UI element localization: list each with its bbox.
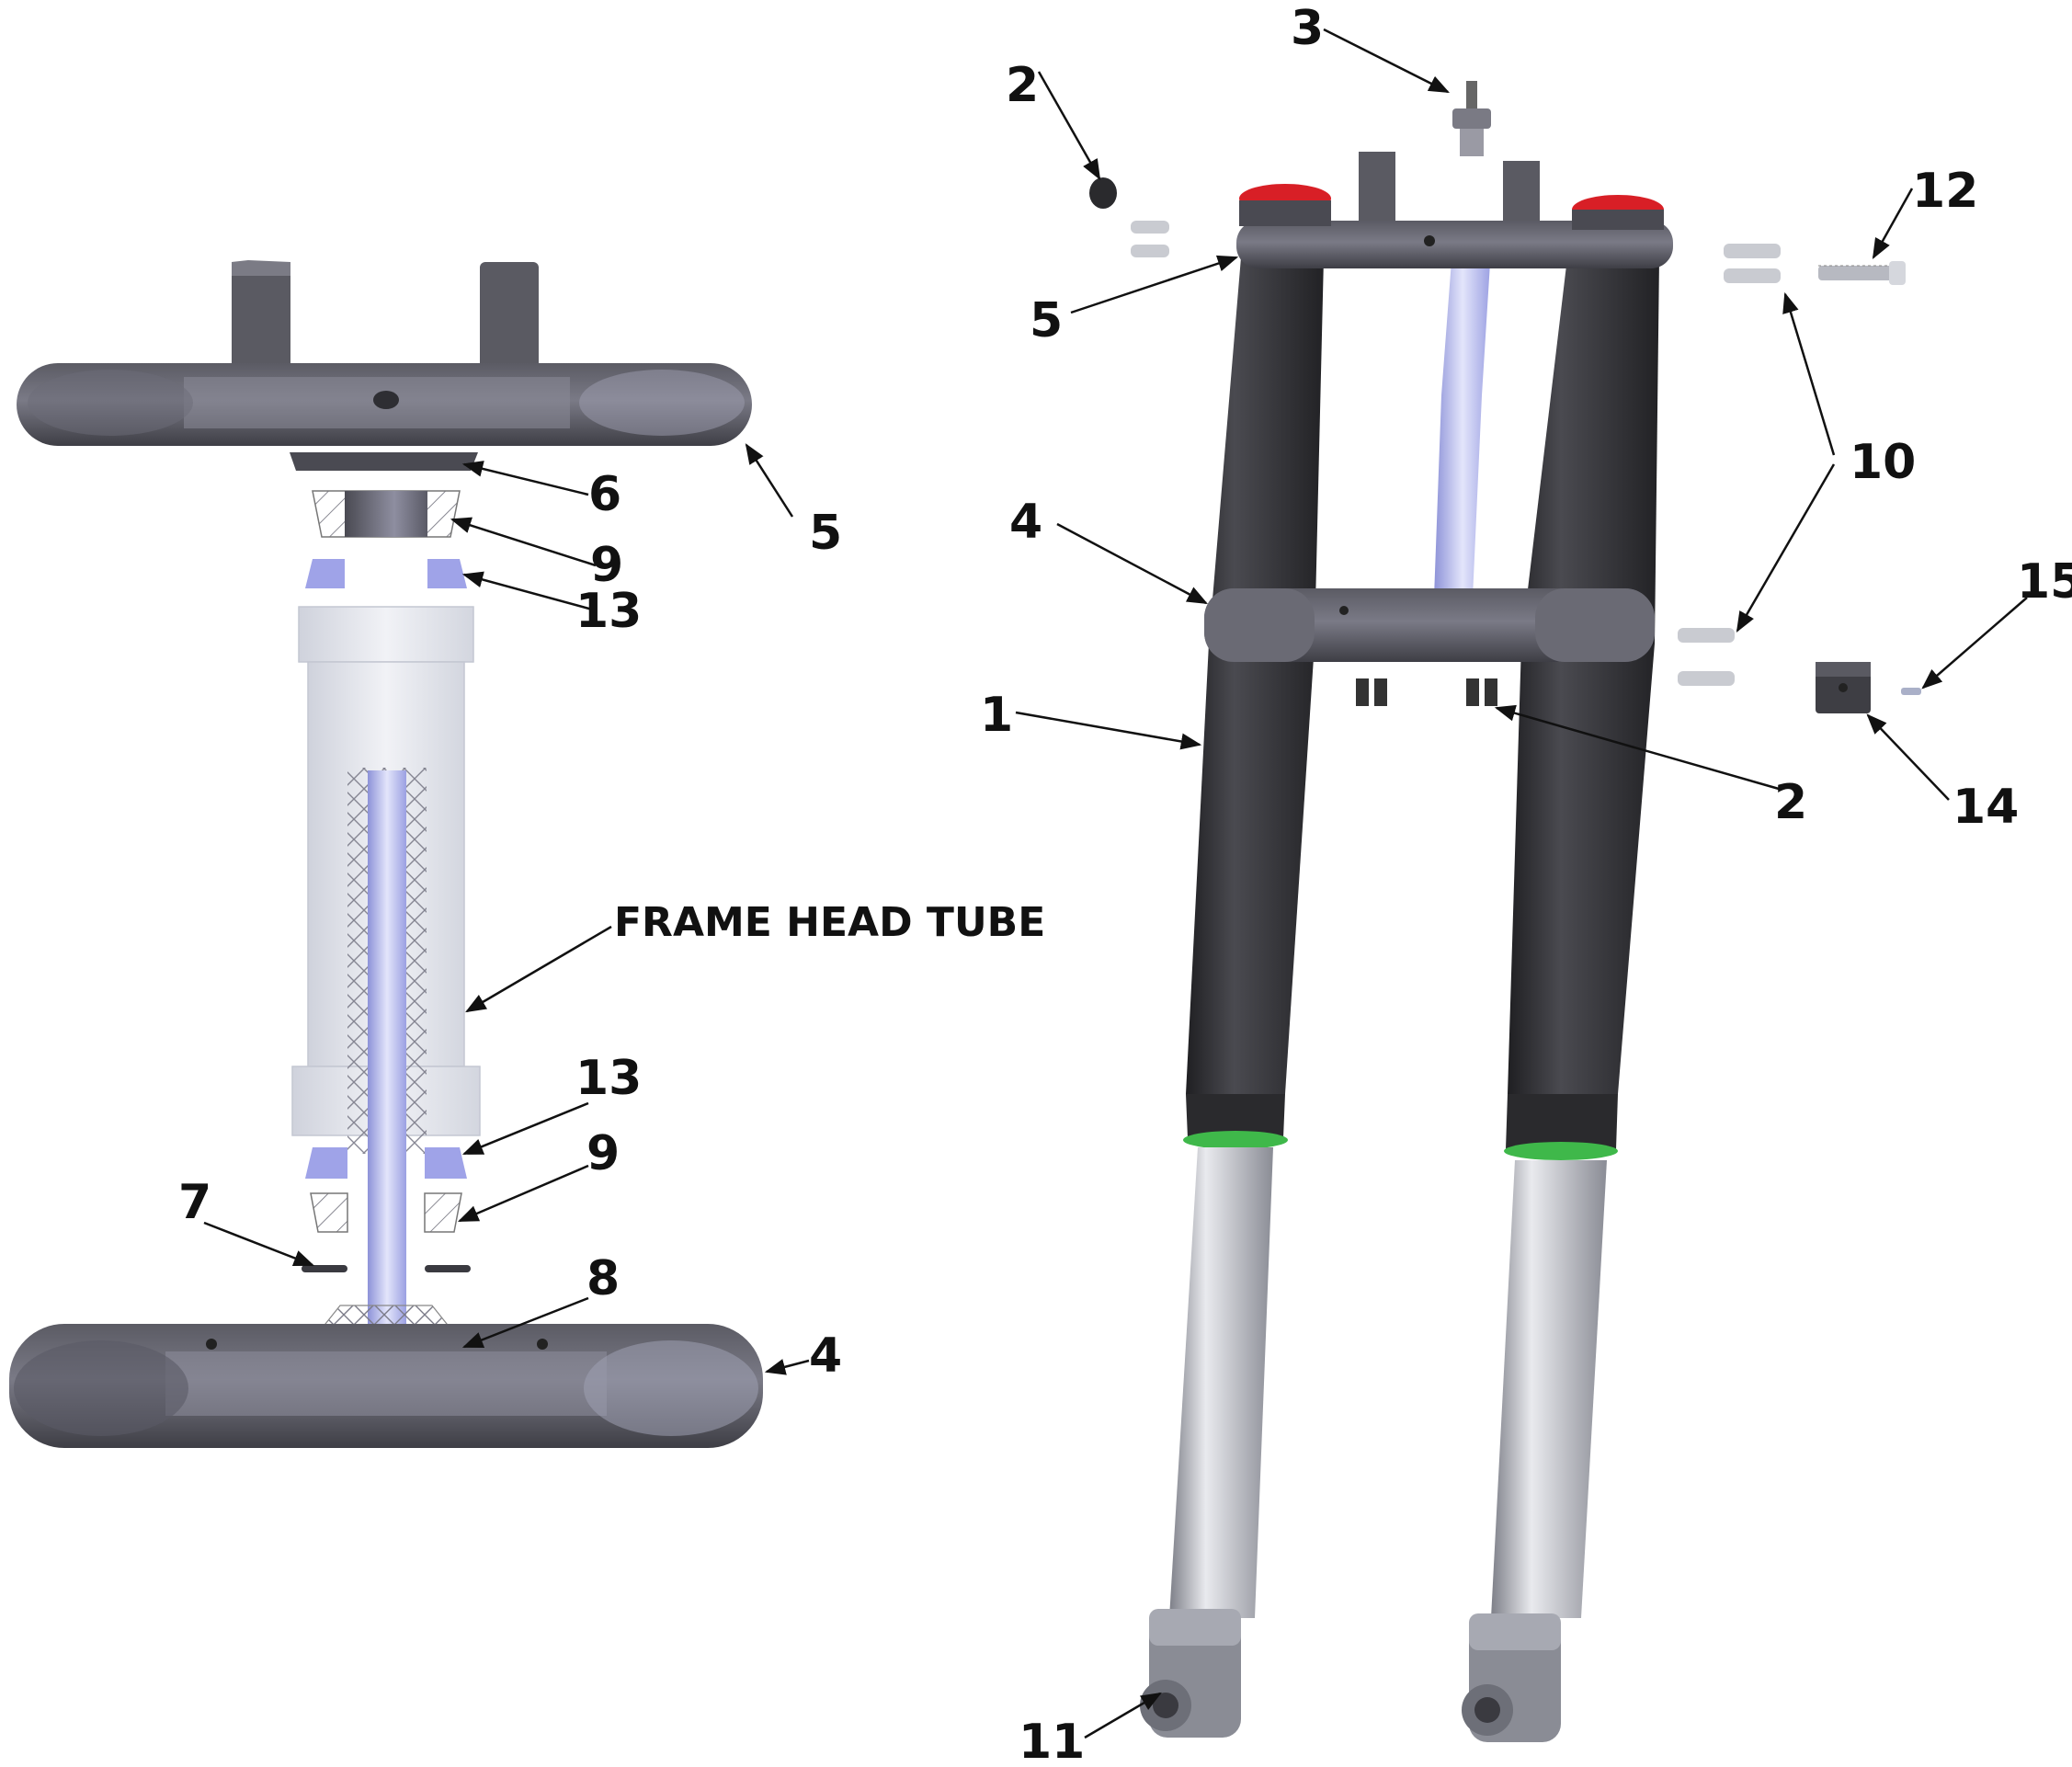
stem-nut-3 — [1452, 81, 1491, 156]
lower-leg-left — [1169, 1147, 1273, 1618]
callout-3: 3 — [1291, 1, 1324, 56]
callout-1: 1 — [980, 688, 1013, 743]
upper-triple-clamp-right — [1236, 152, 1673, 268]
callout-7: 7 — [178, 1175, 211, 1230]
lower-bearing-9 — [310, 1192, 462, 1233]
pinch-bolts-2-lower — [1356, 678, 1497, 706]
right-fork-view: 3 2 12 5 10 4 15 1 2 14 11 — [980, 1, 2072, 1767]
callout-2-top: 2 — [1006, 58, 1039, 113]
callout-13-lower: 13 — [575, 1051, 642, 1106]
callout-11: 11 — [1019, 1715, 1085, 1767]
callout-5-left: 5 — [809, 506, 842, 561]
screw-15 — [1901, 688, 1921, 695]
lower-seal-7 — [302, 1265, 471, 1272]
left-leaders — [203, 443, 810, 1375]
callout-9-lower: 9 — [586, 1126, 620, 1181]
lower-triple-clamp-right — [1204, 588, 1655, 662]
stem-right — [1434, 248, 1491, 598]
axle-clamp-left — [1140, 1609, 1241, 1738]
upper-triple-clamp-left — [17, 260, 752, 446]
pinch-bolts-10 — [1678, 244, 1781, 686]
right-fork-tube — [1506, 257, 1659, 1149]
callout-2-lower: 2 — [1774, 775, 1807, 830]
callout-12: 12 — [1912, 164, 1978, 219]
upper-clamp-bolts-left — [1131, 221, 1169, 257]
axle-clamp-right — [1462, 1613, 1561, 1742]
seal-left — [1183, 1131, 1288, 1149]
callout-8: 8 — [586, 1251, 620, 1306]
block-14 — [1816, 662, 1871, 713]
seal-right — [1504, 1142, 1618, 1160]
left-fork-tube — [1186, 257, 1324, 1138]
callout-4-left: 4 — [809, 1328, 842, 1384]
callout-5-right: 5 — [1030, 293, 1063, 348]
callout-4-right: 4 — [1009, 495, 1042, 550]
dust-seal-6 — [290, 452, 478, 471]
plug-2-top — [1089, 177, 1117, 209]
callout-15: 15 — [2017, 554, 2072, 610]
frame-head-tube-label: FRAME HEAD TUBE — [614, 899, 1045, 946]
callout-6: 6 — [588, 467, 621, 522]
upper-bearing-9 — [312, 490, 461, 538]
callout-9-upper: 9 — [590, 538, 623, 593]
callout-13-upper: 13 — [575, 584, 642, 639]
screw-12 — [1818, 261, 1906, 285]
callout-14: 14 — [1952, 780, 2019, 835]
callout-10: 10 — [1850, 435, 1916, 490]
right-leaders — [1015, 28, 2028, 1739]
lower-leg-right — [1491, 1160, 1607, 1618]
lower-race-13 — [305, 1147, 467, 1179]
upper-race-13 — [305, 559, 467, 588]
left-section-view: 5 6 9 13 13 9 7 8 4 FRAME HEAD TUBE — [9, 260, 1045, 1448]
lower-triple-clamp-left — [9, 1324, 763, 1448]
